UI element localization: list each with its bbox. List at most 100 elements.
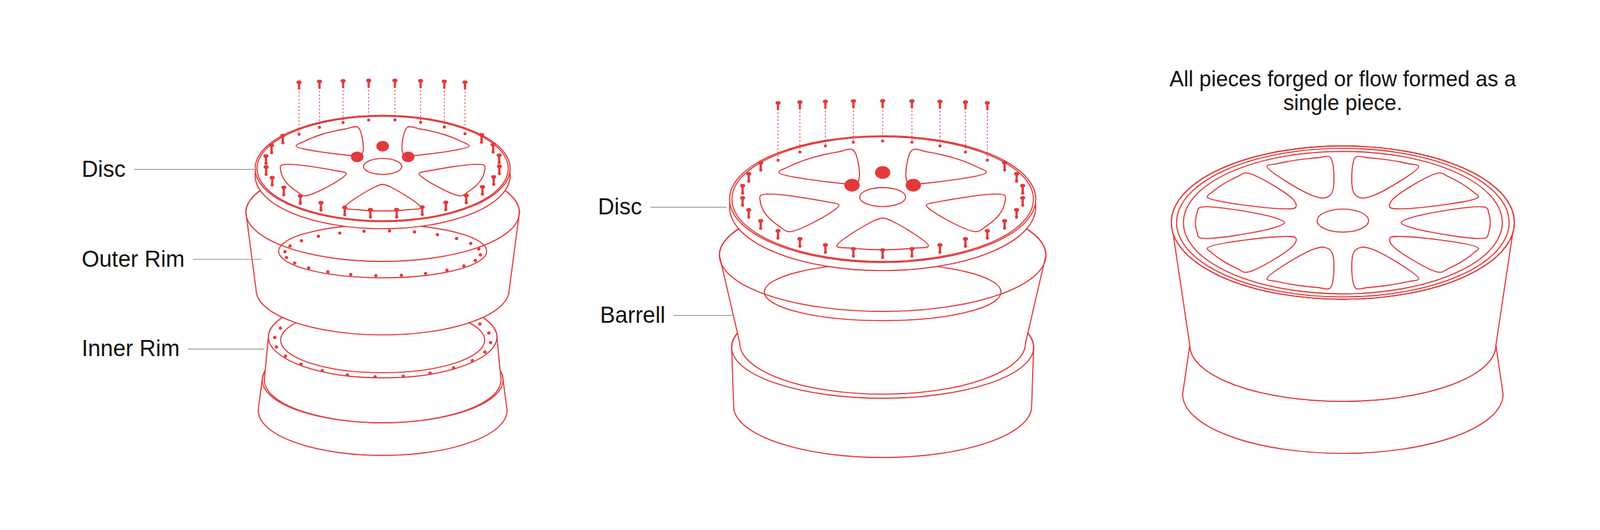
bolt-hole <box>316 234 320 238</box>
bolt-head <box>463 193 470 198</box>
bolt-head <box>822 242 828 247</box>
leader-line <box>188 348 265 350</box>
lug-hole <box>844 178 861 192</box>
bolt-head <box>316 79 323 84</box>
wheel-rim-edge <box>1176 148 1510 298</box>
disc-lip <box>257 116 509 221</box>
bolt-hole <box>419 120 423 124</box>
disc-lip <box>732 136 1034 262</box>
bolt-head <box>462 80 468 84</box>
bolt-hole <box>478 252 482 256</box>
spoke-window <box>401 126 470 157</box>
spoke-window <box>759 194 839 232</box>
bolt-guide <box>342 90 344 121</box>
bolt-head <box>479 132 485 137</box>
two-piece-wheel <box>719 98 1047 458</box>
bolt-hole <box>400 273 403 277</box>
bolt-head <box>419 205 425 209</box>
spoke-window <box>1351 247 1420 290</box>
bolt-head <box>797 236 803 241</box>
bolt-head <box>392 78 398 83</box>
bolt-hole <box>483 350 487 353</box>
bolt-head <box>342 205 348 209</box>
bolt-hole <box>297 132 301 136</box>
three-piece-wheel <box>245 78 520 456</box>
bolt-hole <box>442 125 446 129</box>
lug-hole <box>376 141 389 152</box>
disc-face <box>1171 145 1515 299</box>
bolt-hole <box>910 140 914 144</box>
bolt-hole <box>477 322 481 325</box>
bolt-hole <box>374 273 378 277</box>
bolt-hole <box>851 140 855 144</box>
bolt-guide <box>964 111 966 150</box>
spoke-window <box>926 194 1006 232</box>
bolt-head <box>340 79 346 83</box>
spoke-window <box>778 148 859 184</box>
bolt-head <box>850 99 856 103</box>
spoke-window <box>1207 236 1297 273</box>
wheel-barrel <box>1171 145 1515 402</box>
bolt-head <box>746 207 752 212</box>
bolt-head <box>775 101 781 105</box>
bolt-head <box>269 175 275 180</box>
outer-rim-flange <box>278 224 487 278</box>
bolt-head <box>263 154 270 158</box>
bolt-guide <box>799 111 800 150</box>
lug-hole <box>401 151 415 162</box>
bolt-head <box>417 79 424 83</box>
bolt-head <box>1001 219 1008 223</box>
bolt-guide <box>777 112 778 159</box>
bolt-hole <box>285 255 289 259</box>
bolt-head <box>937 242 943 247</box>
bolt-guide <box>298 91 300 133</box>
bolt-head <box>880 98 886 103</box>
spoke-window <box>836 217 929 250</box>
spoke-window <box>1195 206 1285 239</box>
barrel-inner <box>764 263 1002 321</box>
part-label: Disc <box>598 194 643 221</box>
bolt-guide <box>394 89 396 118</box>
bolt-head <box>496 153 502 158</box>
bolt-head <box>850 247 856 251</box>
disc-edge <box>1171 145 1515 299</box>
bolt-head <box>318 200 324 205</box>
bolt-head <box>296 80 302 84</box>
monoblock-wheel <box>1171 145 1515 453</box>
bolt-head <box>797 100 803 104</box>
bolt-hole <box>423 271 427 275</box>
bolt-hole <box>275 345 278 349</box>
bolt-hole <box>362 229 366 233</box>
bolt-head <box>269 143 275 148</box>
disc-lip <box>1183 151 1503 294</box>
part-label: Barrell <box>600 302 666 329</box>
bolt-hole <box>299 362 303 366</box>
bolt-guide <box>911 110 912 140</box>
disc-face <box>729 135 1036 263</box>
part-label: Inner Rim <box>81 335 180 362</box>
disc-face <box>255 115 511 222</box>
bolt-head <box>739 183 746 188</box>
bolt-hole <box>477 247 481 250</box>
bolt-hole <box>428 371 432 375</box>
bolt-head <box>479 185 486 189</box>
bolt-hole <box>435 232 439 236</box>
bolt-guide <box>444 90 445 125</box>
bolt-hole <box>317 125 321 129</box>
bolt-head <box>280 133 286 137</box>
bolt-hole <box>880 139 884 143</box>
bolt-guide <box>368 89 370 118</box>
bolt-hole <box>283 250 287 253</box>
leader-line <box>673 314 733 316</box>
bolt-guide <box>882 110 883 139</box>
bolt-head <box>443 200 449 205</box>
bolt-hole <box>462 264 466 268</box>
bolt-head <box>367 207 374 212</box>
bolt-hole <box>307 266 311 270</box>
bolt-guide <box>825 110 826 145</box>
bolt-hole <box>776 158 780 162</box>
bolt-hole <box>401 374 405 378</box>
lug-hole <box>905 178 921 192</box>
bolt-head <box>880 248 886 252</box>
note-text: All pieces forged or flow formed as a si… <box>1152 67 1534 116</box>
